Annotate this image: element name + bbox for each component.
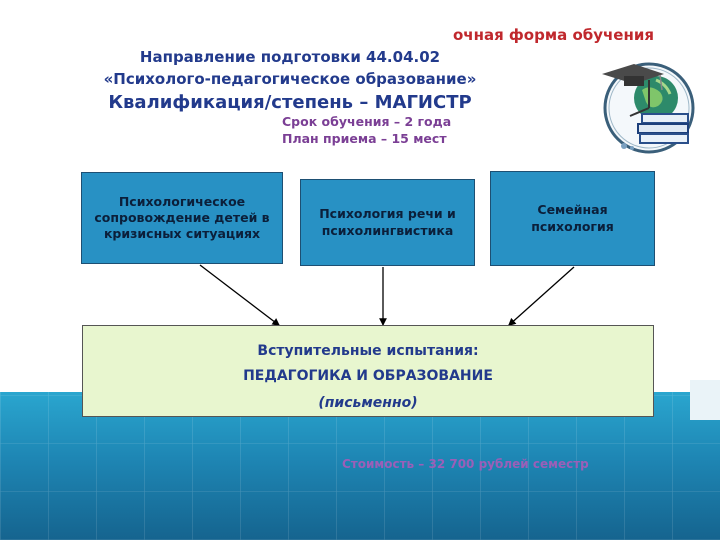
profile-box-crisis: Психологическое сопровождение детей в кр… bbox=[81, 172, 283, 264]
exam-subject: ПЕДАГОГИКА И ОБРАЗОВАНИЕ bbox=[243, 368, 493, 384]
entrance-exam-box: Вступительные испытания: ПЕДАГОГИКА И ОБ… bbox=[82, 325, 654, 417]
graduation-cap-globe-books-clock-icon bbox=[602, 62, 695, 154]
direction: Направление подготовки 44.04.02 bbox=[139, 48, 441, 66]
exam-title: Вступительные испытания: bbox=[257, 343, 479, 359]
study-form: очная форма обучения bbox=[452, 26, 654, 44]
profile-label: Психологическое сопровождение детей в кр… bbox=[94, 193, 270, 242]
admission-plan: План приема – 15 мест bbox=[282, 131, 447, 146]
arrow-right bbox=[507, 266, 575, 327]
exam-mode: (письменно) bbox=[318, 395, 418, 411]
study-duration: Срок обучения – 2 года bbox=[282, 114, 452, 129]
program-name: «Психолого-педагогическое образование» bbox=[103, 70, 477, 88]
tuition-cost: Стоимость – 32 700 рублей семестр bbox=[342, 457, 589, 471]
page-corner bbox=[690, 380, 720, 420]
qualification: Квалификация/степень – МАГИСТР bbox=[108, 92, 472, 113]
profile-box-family: Семейная психология bbox=[490, 171, 655, 266]
profile-label: Семейная психология bbox=[531, 202, 614, 234]
arrow-left bbox=[199, 264, 281, 327]
profile-box-speech: Психология речи и психолингвистика bbox=[300, 179, 475, 266]
profile-label: Психология речи и психолингвистика bbox=[319, 206, 456, 238]
